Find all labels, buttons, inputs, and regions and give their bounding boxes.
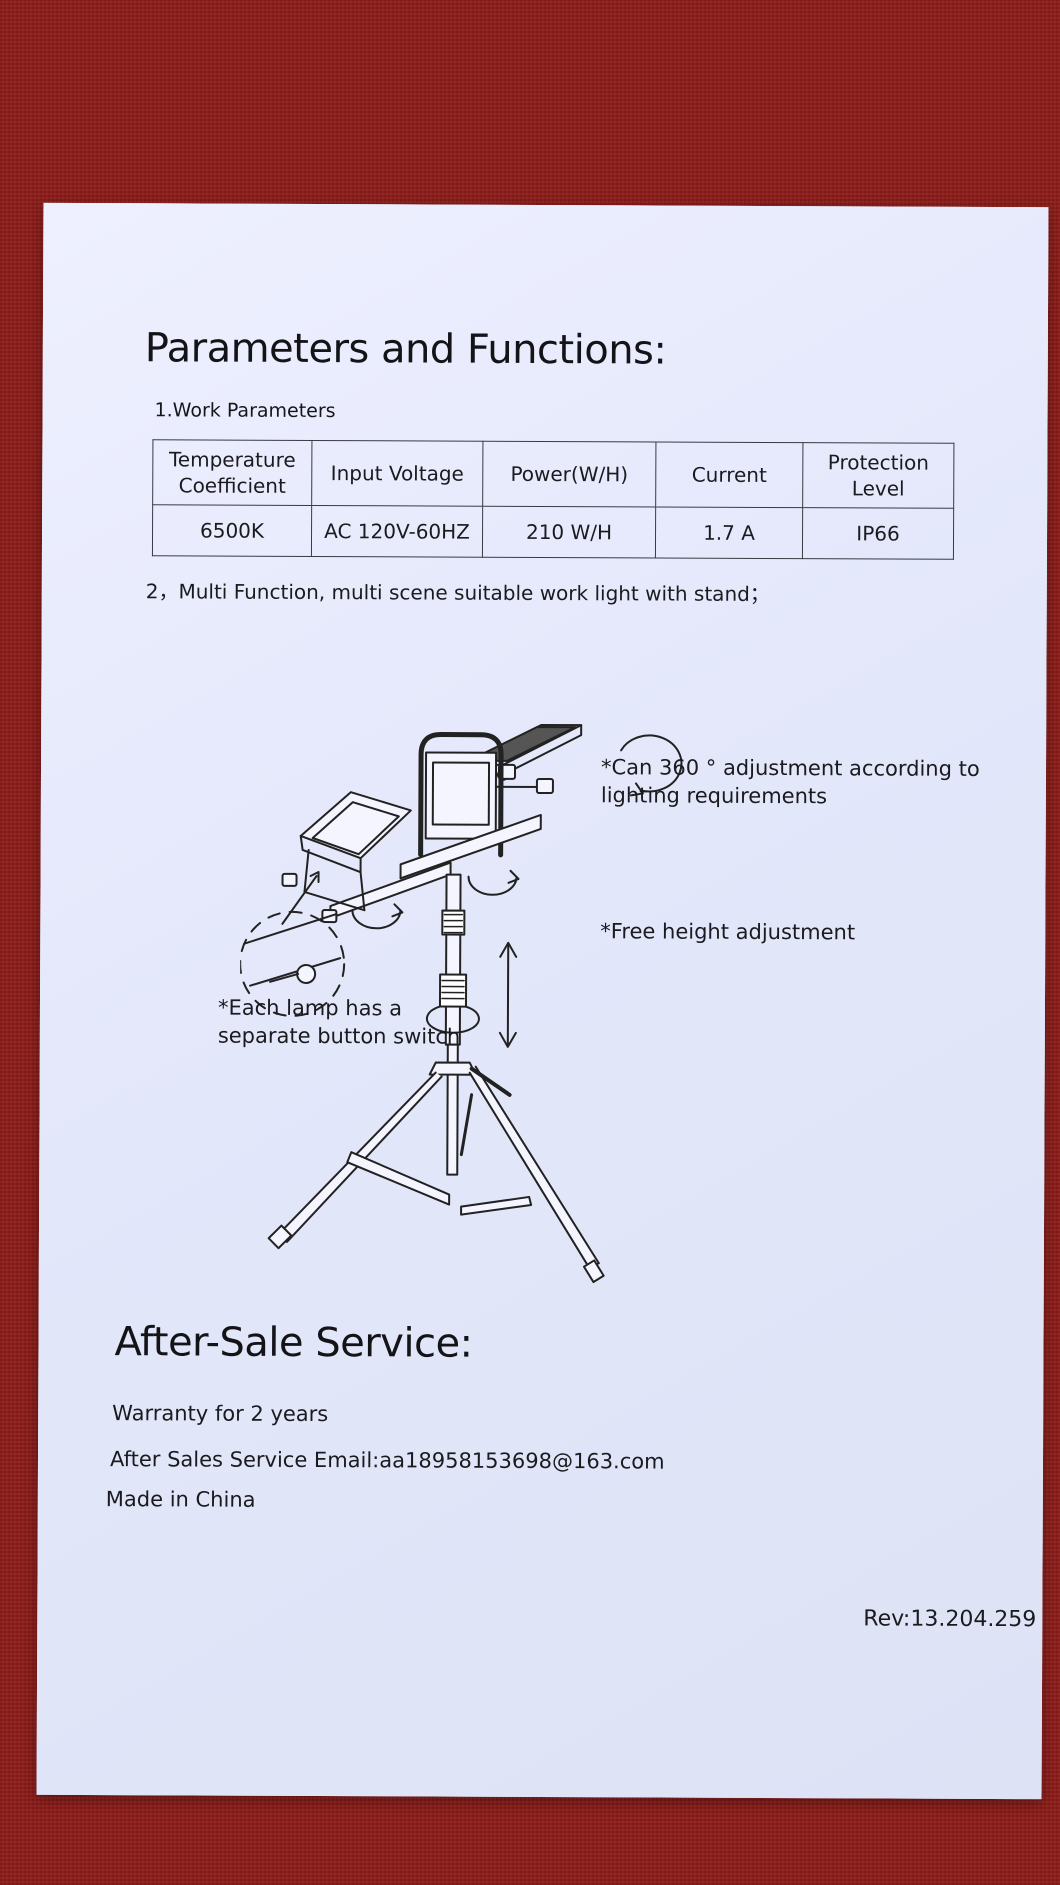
crossbar <box>399 813 542 880</box>
header-power: Power(W/H) <box>482 441 656 507</box>
instruction-sheet: Parameters and Functions: 1.Work Paramet… <box>36 202 1049 1800</box>
switch-detail-inset <box>239 910 346 1017</box>
header-temperature: Temperature Coefficient <box>152 439 312 506</box>
height-note: *Free height adjustment <box>600 919 856 945</box>
after-sale-title: After-Sale Service: <box>114 1319 473 1367</box>
switch-note: *Each lamp has a separate button switch <box>217 995 461 1049</box>
multi-function-line: 2，Multi Function, multi scene suitable w… <box>145 579 770 606</box>
revision-label: Rev:13.204.259 <box>863 1606 1037 1633</box>
header-protection-level: Protection Level <box>802 442 954 509</box>
tripod-pole <box>425 873 480 1176</box>
rotate-arrow-right-icon <box>620 734 683 793</box>
switch-pointer-arrow <box>281 875 318 925</box>
table-header-row: Temperature Coefficient Input Voltage Po… <box>152 439 954 509</box>
value-current: 1.7 A <box>655 506 803 559</box>
left-lamp-icon <box>281 791 412 924</box>
parameters-title: Parameters and Functions: <box>144 325 667 374</box>
work-parameters-heading: 1.Work Parameters <box>154 399 336 423</box>
header-current: Current <box>655 441 803 508</box>
work-parameters-table: Temperature Coefficient Input Voltage Po… <box>152 439 955 560</box>
tripod-legs <box>267 1061 605 1284</box>
value-input-voltage: AC 120V-60HZ <box>311 505 483 558</box>
origin-line: Made in China <box>105 1487 256 1512</box>
header-input-voltage: Input Voltage <box>311 440 483 507</box>
table-value-row: 6500K AC 120V-60HZ 210 W/H 1.7 A IP66 <box>152 504 954 560</box>
rotation-note: *Can 360 ° adjustment according to light… <box>600 755 980 809</box>
value-protection-level: IP66 <box>802 507 954 560</box>
value-power: 210 W/H <box>482 506 656 558</box>
email-line: After Sales Service Email:aa18958153698@… <box>109 1447 665 1474</box>
rotate-arrow-left-icon <box>351 909 402 930</box>
value-temperature: 6500K <box>152 504 312 557</box>
tripod-work-light-illustration <box>239 723 683 1284</box>
warranty-line: Warranty for 2 years <box>112 1401 329 1427</box>
rotate-arrow-center-icon <box>467 875 518 896</box>
